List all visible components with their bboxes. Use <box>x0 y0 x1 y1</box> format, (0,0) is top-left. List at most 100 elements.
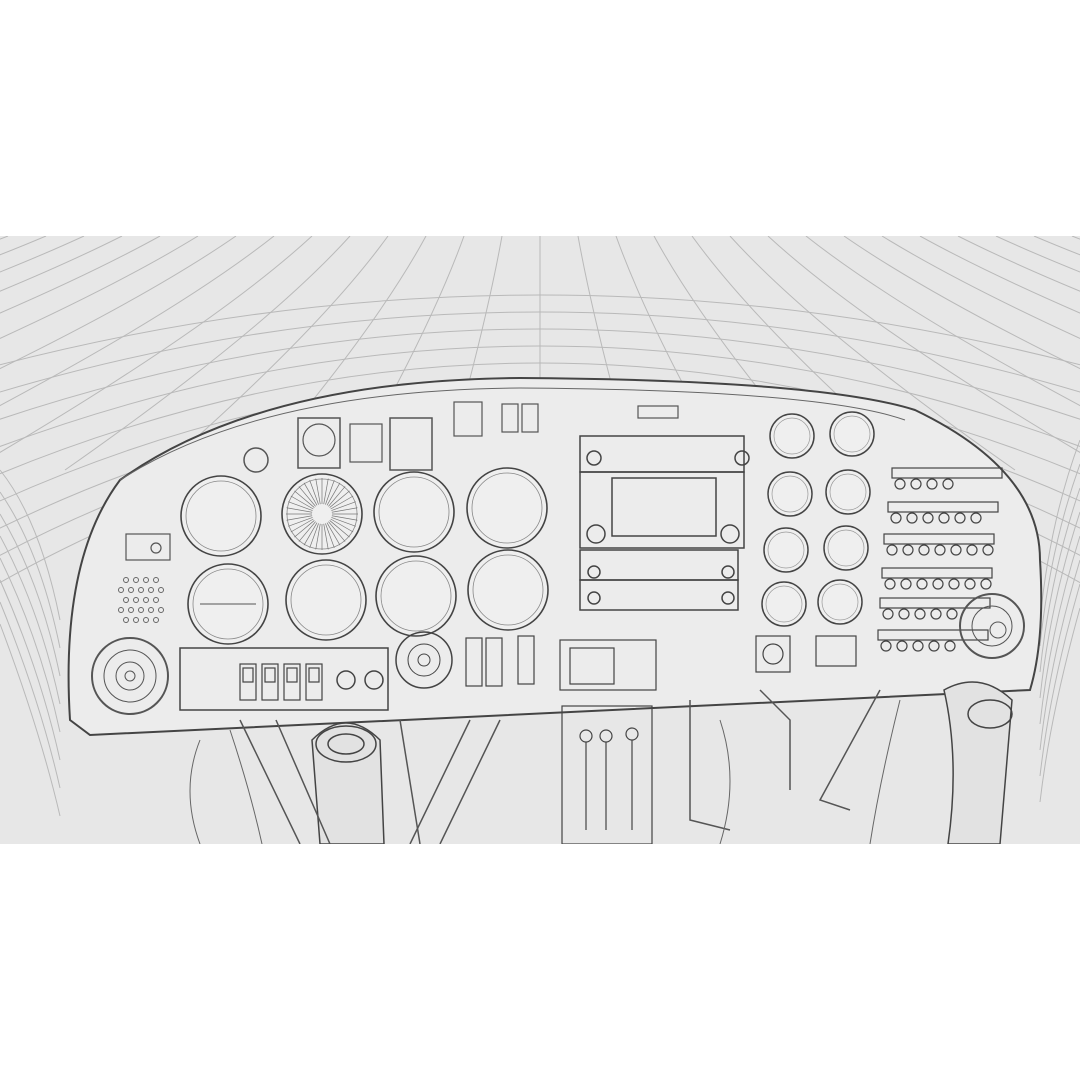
circuit-breaker-panel <box>877 467 1003 652</box>
mesh-line <box>0 311 1080 393</box>
mesh-line <box>0 345 1080 448</box>
mesh-line <box>1039 511 1080 699</box>
speaker-hole <box>153 577 159 583</box>
rocker-switch-icon <box>283 663 301 701</box>
mesh-line <box>0 236 85 273</box>
speaker-hole <box>138 587 144 593</box>
circuit-breaker-icon <box>926 478 938 490</box>
ignition-key-icon <box>364 670 384 690</box>
breaker-label-strip <box>891 467 1003 479</box>
circuit-breaker-icon <box>898 608 910 620</box>
avionics-knob-icon <box>586 450 602 466</box>
mesh-line <box>1039 439 1080 621</box>
mesh-line <box>0 579 61 761</box>
mesh-line <box>0 623 61 817</box>
mesh-line <box>0 294 1080 366</box>
switch-bank-icon <box>179 647 389 711</box>
gauge-bezel-icon <box>378 476 450 548</box>
circuit-breaker-icon <box>922 512 934 524</box>
circuit-breaker-icon <box>916 578 928 590</box>
control-yoke-icon <box>943 681 1013 844</box>
gauge-bezel-icon <box>771 475 809 513</box>
flight-instrument-cluster <box>180 467 549 645</box>
circuit-breaker-icon <box>934 544 946 556</box>
mesh-line <box>0 236 199 339</box>
rudder-pedal-icon <box>239 689 881 844</box>
ignition-key-icon <box>336 670 356 690</box>
circuit-breaker-icon <box>970 512 982 524</box>
attitude-ray <box>309 523 319 548</box>
turn-coordinator-icon <box>466 467 548 549</box>
avionics-knob-icon <box>721 565 735 579</box>
circuit-breaker-icon <box>890 512 902 524</box>
clock-icon <box>243 447 269 473</box>
gauge-bezel-icon <box>380 560 452 632</box>
attitude-ray <box>330 518 354 533</box>
speaker-hole <box>158 587 164 593</box>
circuit-breaker-icon <box>948 578 960 590</box>
circuit-breaker-icon <box>930 608 942 620</box>
mesh-line <box>64 236 351 471</box>
rocker-switch-face <box>242 667 254 683</box>
circuit-breaker-icon <box>954 512 966 524</box>
circuit-breaker-icon <box>918 544 930 556</box>
gauge-bezel-icon <box>765 585 803 623</box>
speaker-hole <box>148 607 154 613</box>
engine-gauge-icon <box>825 469 871 515</box>
speaker-hole <box>143 617 149 623</box>
gauge-bezel-icon <box>185 480 257 552</box>
gauge-bezel-icon <box>192 568 264 640</box>
rocker-switch-icon <box>239 663 257 701</box>
circuit-breaker-icon <box>928 640 940 652</box>
attitude-ray <box>331 507 358 513</box>
attitude-ray <box>315 478 321 505</box>
breaker-label-strip <box>887 501 999 513</box>
circuit-breaker-icon <box>938 512 950 524</box>
breaker-label-strip <box>879 597 991 609</box>
mesh-line <box>919 236 1080 314</box>
attitude-ray <box>298 486 316 507</box>
breaker-label-strip <box>877 629 989 641</box>
attitude-ray <box>325 480 335 505</box>
gauge-bezel-icon <box>290 564 362 636</box>
toggle-switch-icon <box>150 542 162 554</box>
speaker-hole <box>128 607 134 613</box>
engine-gauge-icon <box>823 525 869 571</box>
engine-gauge-icon <box>767 471 813 517</box>
attitude-ray <box>331 517 356 527</box>
fuse-panel-icon <box>559 639 657 691</box>
speaker-hole <box>118 587 124 593</box>
mesh-line <box>1039 559 1080 751</box>
circuit-breaker-icon <box>894 478 906 490</box>
rocker-switch-group <box>239 663 323 701</box>
attitude-ray <box>326 522 341 546</box>
circuit-breaker-icon <box>942 478 954 490</box>
attitude-indicator-icon <box>281 473 363 555</box>
digital-readout-icon <box>815 635 857 667</box>
attitude-ray <box>326 482 341 506</box>
speaker-hole <box>133 617 139 623</box>
circuit-breaker-icon <box>884 578 896 590</box>
placard-icon <box>637 405 679 419</box>
gauge-bezel-icon <box>829 473 867 511</box>
attitude-ray <box>303 522 318 546</box>
airspeed-indicator-icon <box>375 555 457 637</box>
mesh-line <box>0 236 161 314</box>
circuit-breaker-icon <box>910 478 922 490</box>
circuit-breaker-icon <box>900 578 912 590</box>
vertical-speed-indicator-icon <box>285 559 367 641</box>
attitude-ray <box>290 518 314 533</box>
glare-shield-edge <box>119 387 906 481</box>
circuit-breaker-icon <box>880 640 892 652</box>
attitude-indicator-icon <box>467 549 549 631</box>
attitude-ray <box>325 523 335 548</box>
rocker-switch-icon <box>305 663 323 701</box>
speaker-hole <box>158 607 164 613</box>
circuit-breaker-icon <box>966 544 978 556</box>
indicator-lamp-icon <box>521 403 539 433</box>
panel-switch-icon <box>465 637 483 687</box>
gauge-bezel-icon <box>472 554 544 626</box>
attitude-ray <box>288 517 313 527</box>
circuit-breaker-icon <box>902 544 914 556</box>
mesh-line <box>995 236 1080 273</box>
